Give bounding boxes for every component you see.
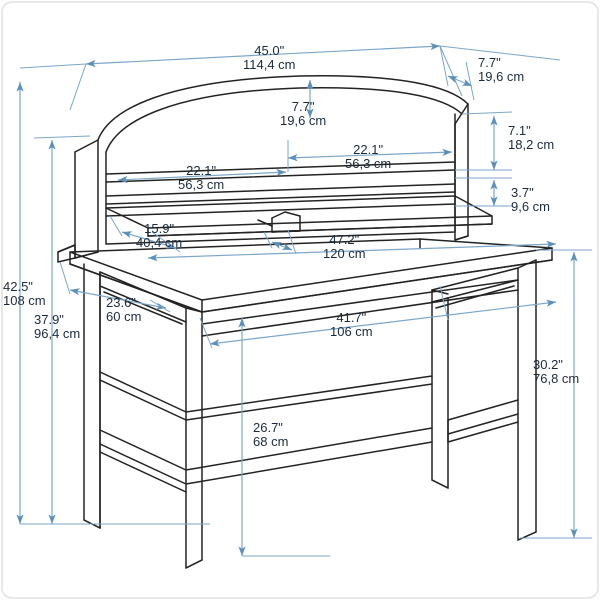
hutch-shelf-front-bot xyxy=(105,203,456,217)
dimline-77-depth xyxy=(447,75,473,87)
right-low-stretcher-c xyxy=(447,421,519,443)
hutch-shelf-front-top xyxy=(105,195,456,209)
right-apron-bot xyxy=(431,279,519,303)
right-apron-top xyxy=(431,267,519,291)
dim-label-desk-top-width: 47.2" 120 cm xyxy=(323,232,366,261)
hutch-left-side xyxy=(74,139,99,259)
leg-back-right xyxy=(431,289,449,489)
hutch-arch-inner xyxy=(105,87,463,153)
left-low-stretcher-b xyxy=(99,443,187,485)
leg-back-left xyxy=(83,263,101,529)
right-low-stretcher-a xyxy=(447,399,519,421)
hutch-back-panel xyxy=(105,113,456,245)
dim-label-hutch-overall-width: 45.0" 114,4 cm xyxy=(243,43,296,72)
ext-45-left xyxy=(69,63,87,111)
dim-label-hutch-arch-height: 7.7" 19,6 cm xyxy=(280,99,327,128)
desktop-front-edge xyxy=(201,247,553,313)
hutch-mid-rail-top xyxy=(105,183,456,197)
dim-label-overall-height: 42.5" 108 cm xyxy=(3,279,46,308)
back-mid-stretcher-b xyxy=(185,383,433,421)
ext-45-right xyxy=(439,45,463,97)
leg-front-right xyxy=(517,259,537,541)
left-low-stretcher-a xyxy=(99,429,187,471)
dim-label-desk-height: 30.2" 76,8 cm xyxy=(533,357,580,386)
dimline-236 xyxy=(69,288,167,310)
dim-label-desk-depth: 23.6" 60 cm xyxy=(106,295,142,324)
dimline-221-left xyxy=(117,168,287,184)
dim-label-knee-space-height: 26.7" 68 cm xyxy=(253,420,289,449)
dimline-472 xyxy=(147,240,557,262)
dim-label-hutch-left-bay-width: 22.1" 56,3 cm xyxy=(178,163,225,192)
left-mid-stretcher-b xyxy=(99,379,187,421)
dim-label-hutch-side-depth: 7.7" 19,6 cm xyxy=(478,55,525,84)
back-low-stretcher-b xyxy=(185,441,433,485)
leg-front-left xyxy=(185,307,203,569)
hutch-right-side xyxy=(454,103,469,241)
dim-label-hutch-upper-opening-height: 7.1" 18,2 cm xyxy=(508,123,555,152)
hutch-divider-bracket xyxy=(257,219,273,227)
dim-label-knee-space-width: 41.7" 106 cm xyxy=(330,310,373,339)
left-mid-stretcher-a xyxy=(99,371,187,413)
dimension-lines xyxy=(16,42,592,557)
dim-label-hutch-right-bay-width: 22.1" 56,3 cm xyxy=(345,142,392,171)
back-low-stretcher-a xyxy=(185,427,433,471)
back-mid-stretcher-a xyxy=(185,375,433,413)
right-low-stretcher-b xyxy=(447,413,519,435)
hutch-arch-outer xyxy=(97,75,469,141)
dim-label-hutch-shelf-depth: 15.9" 40,4 cm xyxy=(136,221,183,250)
dimline-417 xyxy=(209,299,557,347)
hutch-mid-rail-bot xyxy=(105,191,456,205)
dimline-45 xyxy=(85,42,441,68)
dim-label-hutch-lower-opening-height: 3.7" 9,6 cm xyxy=(511,185,551,214)
left-low-stretcher-c xyxy=(99,451,187,493)
dim-label-hutch-top-height: 37.9" 96,4 cm xyxy=(34,312,81,341)
dimline-221-right xyxy=(287,148,453,162)
